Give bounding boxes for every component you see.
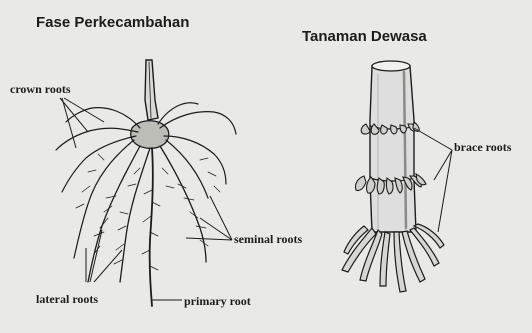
seminal-roots-label: seminal roots <box>234 232 302 247</box>
right-panel-title: Tanaman Dewasa <box>302 28 427 45</box>
primary-root <box>150 148 153 306</box>
seedling-shoot <box>145 60 158 120</box>
seedling-illustration <box>56 60 236 306</box>
brace-roots-lower <box>342 224 444 292</box>
mature-plant-illustration <box>342 61 444 292</box>
lateral-roots-label: lateral roots <box>36 292 98 307</box>
seminal-roots <box>88 146 206 282</box>
stalk <box>370 66 416 232</box>
lateral-roots <box>76 154 220 270</box>
stalk-top <box>372 61 410 71</box>
primary-root-label: primary root <box>184 294 251 309</box>
crown-roots-label: crown roots <box>10 82 71 97</box>
left-panel-title: Fase Perkecambahan <box>36 14 189 31</box>
brace-roots-label: brace roots <box>454 140 511 155</box>
